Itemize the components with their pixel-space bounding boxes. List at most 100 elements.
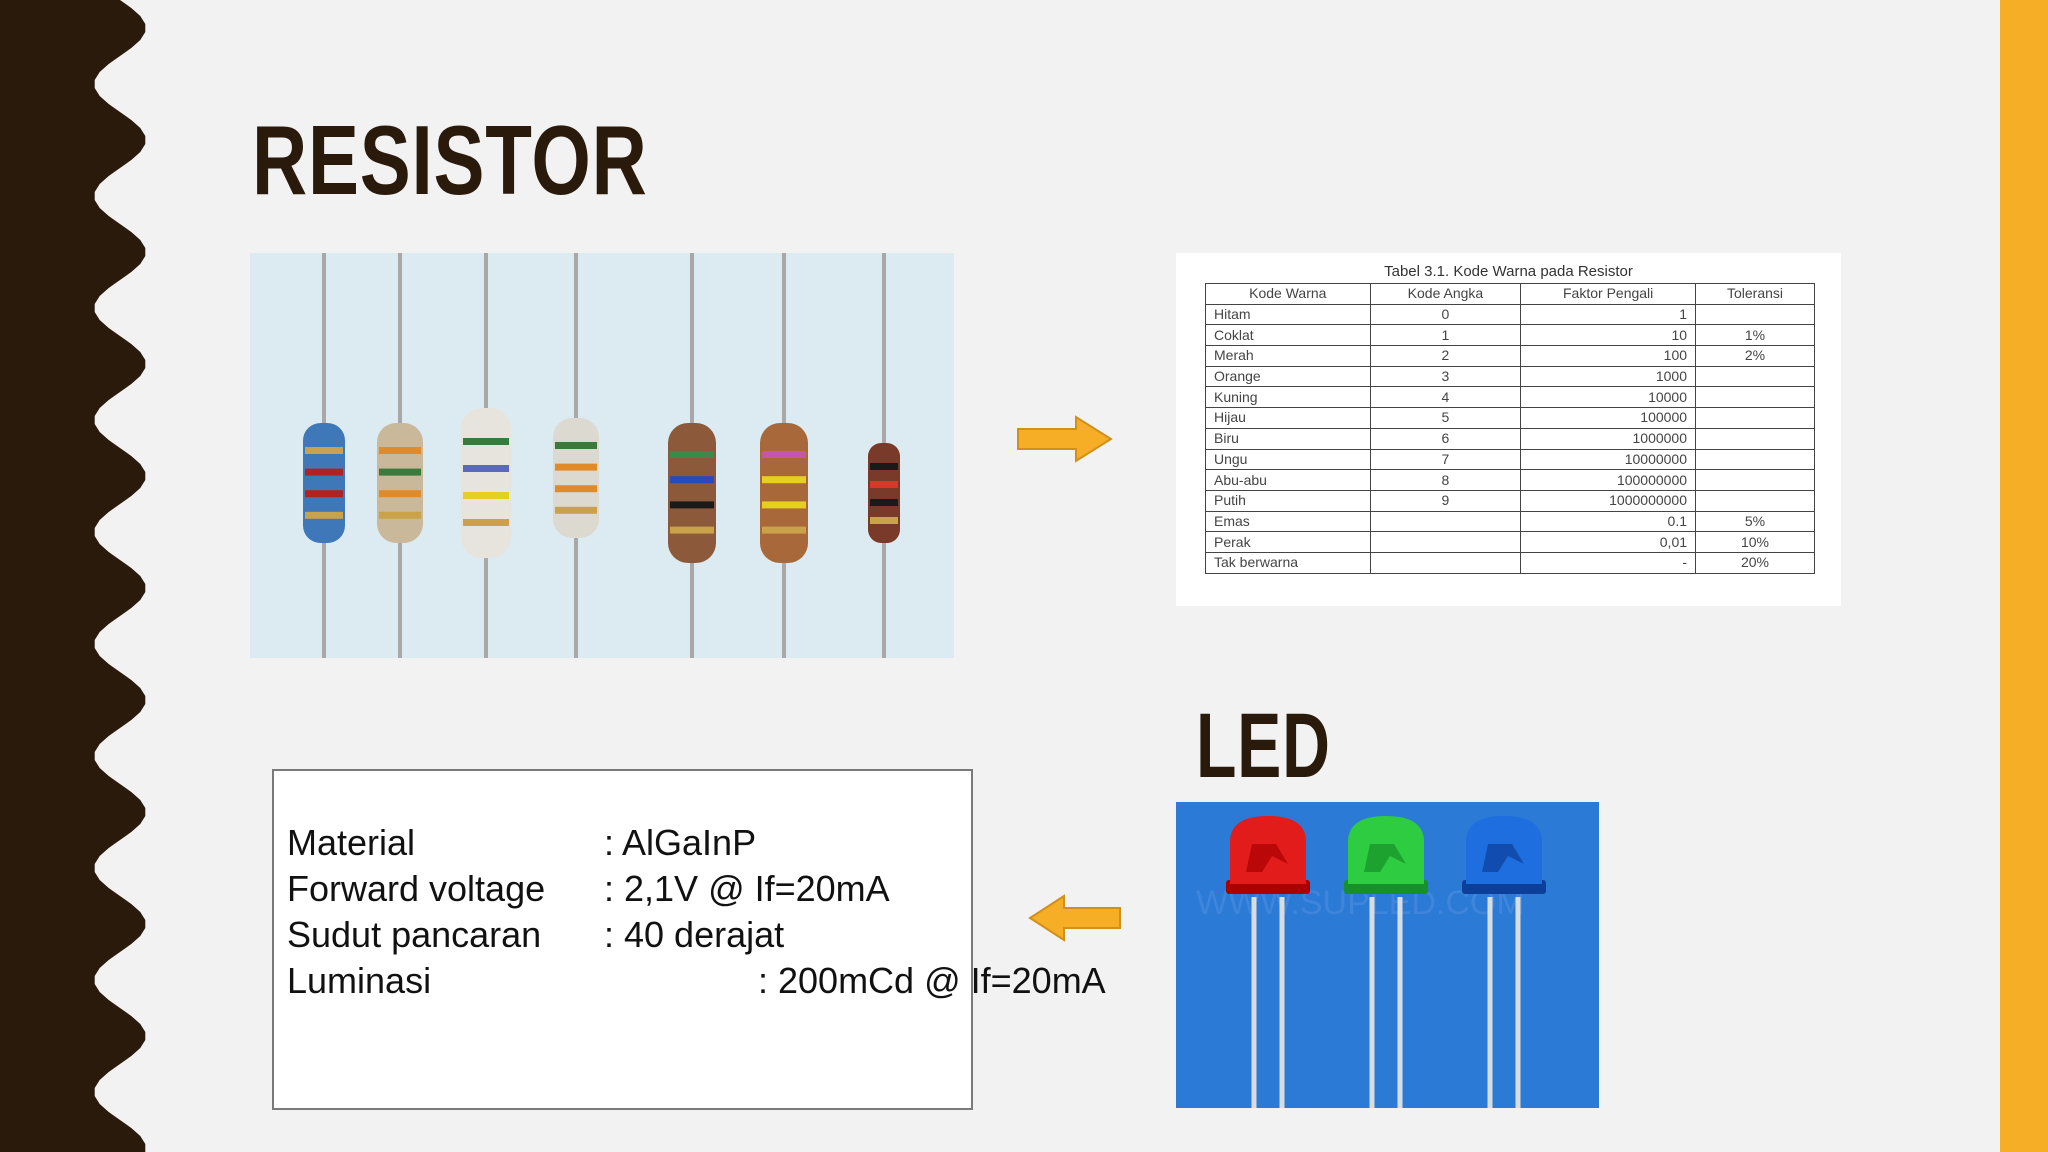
header-cell: Kode Warna xyxy=(1205,283,1371,305)
table-cell: Tak berwarna xyxy=(1205,551,1371,574)
spec-value-luminance: : 200mCd @ If=20mA xyxy=(758,960,1106,1001)
resistor-color-band xyxy=(379,468,421,476)
table-cell: 1000000000 xyxy=(1520,489,1697,512)
resistor-color-band xyxy=(670,501,714,509)
title-led: LED xyxy=(1196,695,1331,797)
table-cell xyxy=(1695,469,1815,491)
resistor xyxy=(377,253,423,658)
table-cell xyxy=(1695,448,1815,471)
resistor-color-band xyxy=(555,442,597,449)
table-cell xyxy=(1695,365,1815,388)
left-decorative-band xyxy=(0,0,146,1152)
table-cell: Coklat xyxy=(1205,324,1371,347)
led-inner-die xyxy=(1246,844,1288,872)
spec-label-luminance: Luminasi xyxy=(287,960,432,1001)
table-cell: 1 xyxy=(1520,303,1697,326)
table-cell: 2% xyxy=(1695,345,1815,367)
resistor-color-band xyxy=(762,526,806,534)
table-cell: 5% xyxy=(1695,510,1815,533)
resistor-color-band xyxy=(870,463,898,470)
resistor-body xyxy=(760,423,808,563)
table-cell: Ungu xyxy=(1205,448,1371,471)
header-cell: Faktor Pengali xyxy=(1520,283,1697,305)
resistor-color-code-table: Tabel 3.1. Kode Warna pada Resistor Kode… xyxy=(1176,253,1841,606)
table-cell: 1000 xyxy=(1520,365,1697,388)
resistor-color-band xyxy=(305,490,343,498)
resistor-body xyxy=(303,423,345,543)
table-cell: 2 xyxy=(1369,345,1522,367)
table-cell: 10000000 xyxy=(1520,448,1697,471)
resistor-color-band xyxy=(305,447,343,454)
resistor-body xyxy=(553,418,599,538)
table-cell: Hitam xyxy=(1205,303,1371,326)
resistor-body xyxy=(377,423,423,543)
spec-value-forward-voltage: : 2,1V @ If=20mA xyxy=(604,868,890,909)
resistor-color-band xyxy=(762,501,806,509)
resistor xyxy=(868,253,900,658)
resistor-illustration xyxy=(303,253,900,658)
led-spec-box xyxy=(272,769,973,1110)
resistor-photo xyxy=(250,253,954,658)
table-cell: 10 xyxy=(1520,324,1697,347)
table-cell xyxy=(1369,531,1522,553)
spec-value-viewing-angle: : 40 derajat xyxy=(604,914,785,955)
spec-label-viewing-angle: Sudut pancaran xyxy=(287,914,542,955)
resistor-color-band xyxy=(762,476,806,484)
resistor-color-band xyxy=(555,485,597,493)
table-cell: 6 xyxy=(1369,427,1522,450)
resistor-color-band xyxy=(555,506,597,514)
resistor-body xyxy=(461,408,511,558)
resistor-color-band xyxy=(870,517,898,524)
table-cell xyxy=(1695,407,1815,429)
table-cell: Orange xyxy=(1205,365,1371,388)
color-code-table: Kode Warna Kode Angka Faktor Pengali Tol… xyxy=(1205,283,1815,574)
table-row: Tak berwarna-20% xyxy=(1205,551,1815,574)
table-cell: Hijau xyxy=(1205,407,1371,429)
resistor-color-band xyxy=(870,481,898,488)
header-cell: Kode Angka xyxy=(1369,283,1522,305)
resistor xyxy=(303,253,345,658)
table-cell: 10% xyxy=(1695,531,1815,553)
led-photo: WWW.SUPLED.COM xyxy=(1176,802,1599,1108)
table-header-row: Kode Warna Kode Angka Faktor Pengali Tol… xyxy=(1205,283,1815,305)
resistor-body xyxy=(868,443,900,543)
table-cell: Merah xyxy=(1205,345,1371,367)
table-cell: 3 xyxy=(1369,365,1522,388)
table-cell: 0,01 xyxy=(1520,531,1697,553)
led xyxy=(1462,816,1546,1108)
resistor xyxy=(668,253,716,658)
table-cell: Emas xyxy=(1205,510,1371,533)
resistor-color-band xyxy=(555,463,597,471)
resistor-color-band xyxy=(670,526,714,534)
table-cell: Kuning xyxy=(1205,386,1371,409)
table-cell xyxy=(1369,551,1522,574)
spec-value-material: : AlGaInP xyxy=(604,822,757,863)
right-accent-band xyxy=(2000,0,2048,1152)
resistor-color-band xyxy=(463,465,509,472)
resistor-body xyxy=(668,423,716,563)
table-cell xyxy=(1695,386,1815,409)
spec-label-material: Material xyxy=(287,822,416,863)
led-inner-die xyxy=(1364,844,1406,872)
table-cell: 7 xyxy=(1369,448,1522,471)
table-cell: 5 xyxy=(1369,407,1522,429)
arrow-left-icon xyxy=(1028,894,1121,942)
table-cell: 1000000 xyxy=(1520,427,1697,450)
table-cell: Perak xyxy=(1205,531,1371,553)
resistor xyxy=(553,253,599,658)
resistor-color-band xyxy=(379,511,421,519)
resistor-color-band xyxy=(305,468,343,476)
table-cell: Abu-abu xyxy=(1205,469,1371,491)
resistor-color-band xyxy=(305,511,343,519)
table-cell: 100000000 xyxy=(1520,469,1697,491)
resistor-color-band xyxy=(379,447,421,454)
resistor xyxy=(760,253,808,658)
